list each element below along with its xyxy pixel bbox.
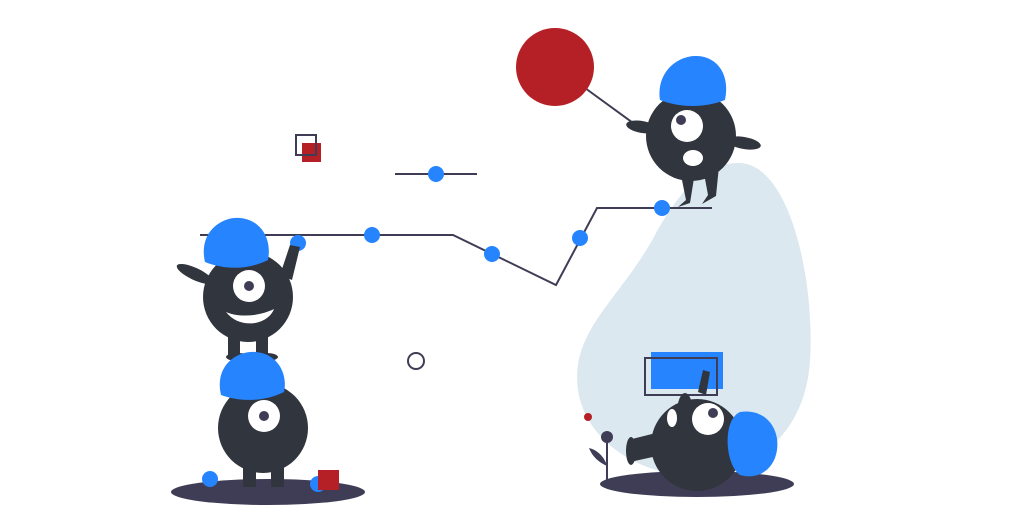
red-square-icon	[302, 143, 321, 162]
screen-outline-icon	[644, 357, 718, 396]
chart-points	[202, 166, 670, 492]
chart-point	[202, 471, 218, 487]
chart-point	[572, 230, 588, 246]
balloon-icon	[516, 28, 594, 106]
square-outline-icon	[295, 134, 317, 156]
circle-outline-icon	[407, 352, 425, 370]
background-blob	[577, 162, 811, 476]
monster-right-lower	[626, 352, 778, 491]
plant-icon	[589, 431, 613, 480]
monster-left-lower	[218, 351, 308, 487]
red-box-icon	[318, 470, 339, 490]
chart-point	[428, 166, 444, 182]
monster-left-upper	[176, 217, 300, 361]
monster-top-right	[626, 55, 761, 207]
chart-point	[484, 246, 500, 262]
chart-point	[364, 227, 380, 243]
chart-point	[654, 200, 670, 216]
red-dot	[584, 413, 592, 421]
